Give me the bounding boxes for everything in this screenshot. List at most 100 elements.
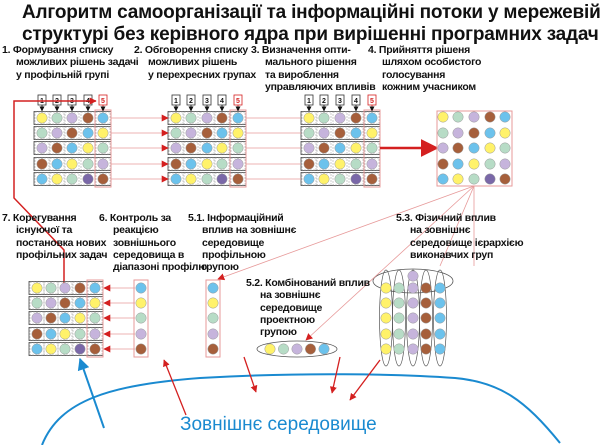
- member-dot: [66, 127, 78, 139]
- column-number: 4: [220, 98, 224, 105]
- member-dot: [170, 158, 182, 170]
- member-dot: [318, 142, 330, 154]
- member-dot: [350, 127, 362, 139]
- executive-dot: [380, 312, 392, 324]
- voting-dot: [499, 158, 511, 170]
- grid-cell: [364, 126, 380, 140]
- label-line: середовище ієрархією: [410, 236, 524, 249]
- grid-cell: [364, 157, 380, 171]
- grid-cell: [316, 111, 332, 125]
- member-dot: [232, 142, 244, 154]
- member-dot: [216, 127, 228, 139]
- grid-cell: [168, 126, 184, 140]
- member-dot: [59, 297, 71, 309]
- member-dot: [74, 297, 86, 309]
- member-dot: [366, 127, 378, 139]
- label-line: групою: [202, 261, 239, 274]
- executive-dot: [407, 343, 419, 355]
- member-dot: [350, 112, 362, 124]
- grid-cell: [57, 327, 73, 341]
- member-dot: [97, 142, 109, 154]
- grid-cell: [348, 126, 364, 140]
- member-dot: [82, 112, 94, 124]
- label-line: 5.2. Комбінований вплив: [246, 277, 370, 289]
- member-dot: [170, 127, 182, 139]
- executive-dot: [393, 312, 405, 324]
- column-number: 5: [101, 98, 105, 105]
- label-line: 2. Обговорення списку: [134, 44, 249, 56]
- member-dot: [59, 282, 71, 294]
- voting-dot: [484, 111, 496, 123]
- grid-cell: [34, 172, 50, 186]
- label-line: існуючої та: [16, 224, 73, 237]
- member-dot: [366, 142, 378, 154]
- executive-dot: [434, 297, 446, 309]
- executive-dot: [420, 343, 432, 355]
- member-dot: [51, 112, 63, 124]
- member-dot: [303, 112, 315, 124]
- member-dot: [36, 112, 48, 124]
- label-line: 7. Корегування: [2, 212, 77, 224]
- grid-cell: [57, 281, 73, 295]
- member-dot: [170, 112, 182, 124]
- member-dot: [201, 142, 213, 154]
- member-dot: [97, 127, 109, 139]
- grid-cell: [95, 172, 111, 186]
- label-line: виконавчих груп: [410, 248, 494, 261]
- grid-cell: [214, 126, 230, 140]
- member-dot: [82, 127, 94, 139]
- member-dot: [303, 142, 315, 154]
- voting-dot: [452, 127, 464, 139]
- member-dot: [366, 173, 378, 185]
- voting-dot: [437, 173, 449, 185]
- info-group-dot: [207, 343, 219, 355]
- grid-cell: [183, 111, 199, 125]
- influence-line: [439, 185, 475, 267]
- member-dot: [216, 158, 228, 170]
- voting-dot: [484, 142, 496, 154]
- member-dot: [82, 158, 94, 170]
- grid-cell: [34, 157, 50, 171]
- hierarchy-leader-dot: [407, 270, 419, 282]
- control-dot: [135, 343, 147, 355]
- physical-influence-arrow: [349, 359, 381, 401]
- grid-cell: [183, 126, 199, 140]
- member-dot: [74, 312, 86, 324]
- member-dot: [185, 127, 197, 139]
- external-environment-label: Зовнішнє середовище: [180, 414, 377, 435]
- grid-cell: [348, 172, 364, 186]
- grid-cell: [95, 157, 111, 171]
- voting-dot: [452, 173, 464, 185]
- label-line: та вироблення: [265, 68, 339, 81]
- column-number: 2: [322, 98, 326, 105]
- grid-cell: [183, 172, 199, 186]
- grid-cell: [332, 126, 348, 140]
- label-line: шляхом особистого: [382, 56, 482, 69]
- member-dot: [201, 173, 213, 185]
- label-line: профільною: [202, 248, 266, 261]
- grid-cell: [183, 157, 199, 171]
- grid-cell: [87, 281, 103, 295]
- member-dot: [350, 142, 362, 154]
- member-dot: [318, 112, 330, 124]
- grid-cell: [49, 141, 65, 155]
- executive-dot: [407, 297, 419, 309]
- grid-cell: [64, 157, 80, 171]
- grid-cell: [64, 111, 80, 125]
- grid-cell: [168, 141, 184, 155]
- member-dot: [89, 343, 101, 355]
- grid-cell: [230, 157, 246, 171]
- member-dot: [74, 343, 86, 355]
- voting-dot: [468, 111, 480, 123]
- member-dot: [31, 328, 43, 340]
- grid-cell: [49, 111, 65, 125]
- member-dot: [366, 112, 378, 124]
- grid-cell: [230, 111, 246, 125]
- voting-dot: [499, 127, 511, 139]
- label-line: на зовнішнє: [260, 289, 321, 302]
- member-dot: [232, 127, 244, 139]
- label-line: можливих рішень задачі: [16, 56, 139, 69]
